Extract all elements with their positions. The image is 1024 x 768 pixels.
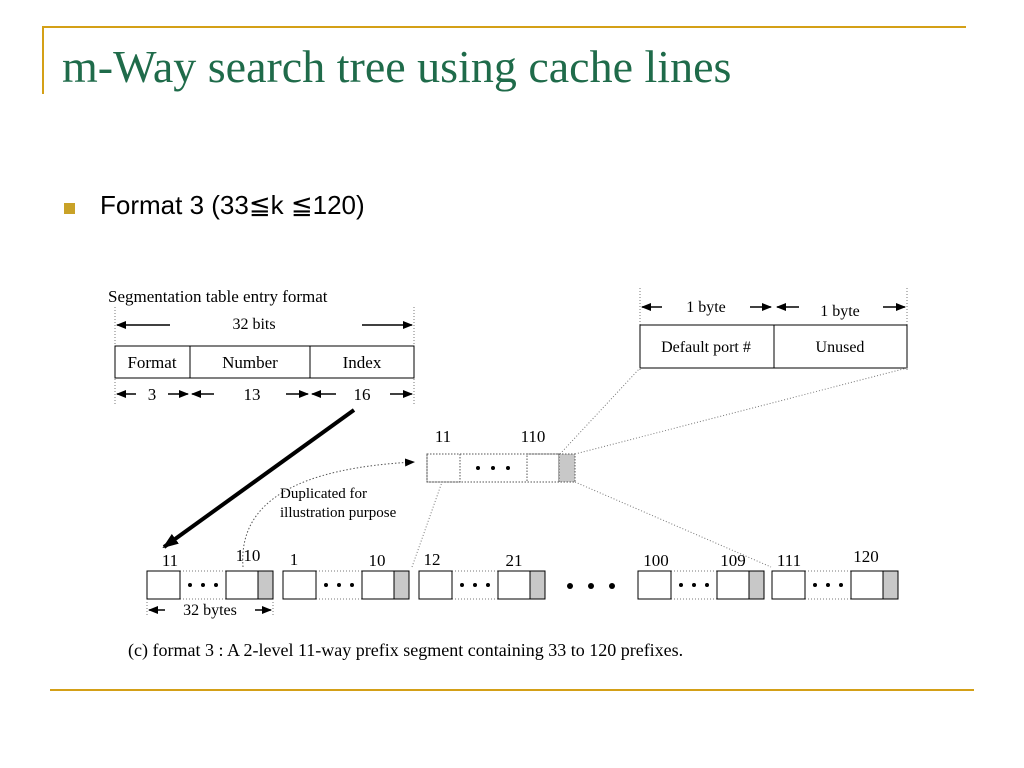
leaf-label: 10 <box>369 551 386 570</box>
leaf-label: 11 <box>162 551 178 570</box>
byte-b-label: 1 byte <box>820 303 860 320</box>
field-index-label: Index <box>343 353 382 372</box>
zoom-line-left <box>559 367 641 455</box>
zoom-line-right <box>574 367 908 455</box>
field-number-label: Number <box>222 353 278 372</box>
leaf-label: 110 <box>236 546 261 565</box>
size-label: 32 bytes <box>183 602 237 619</box>
bullet-marker <box>64 203 75 214</box>
field-format-label: Format <box>127 353 176 372</box>
leaf-label: 21 <box>506 551 523 570</box>
bits-total-label: 32 bits <box>232 316 275 333</box>
leaf-node <box>771 570 899 600</box>
duplicate-note-line-2: illustration purpose <box>280 505 397 521</box>
leaf-label: 1 <box>290 550 299 569</box>
figure-caption: (c) format 3 : A 2-level 11-way prefix s… <box>128 640 683 661</box>
top-node-dot <box>491 466 495 470</box>
leaf-node <box>146 570 274 600</box>
leaf-label: 12 <box>424 550 441 569</box>
leaf-label: 111 <box>777 551 801 570</box>
duplicate-note-line-1: Duplicated for <box>280 486 367 502</box>
leaf-label: 100 <box>643 551 669 570</box>
accent-frame-vertical <box>42 26 44 94</box>
top-node-dot <box>476 466 480 470</box>
seg-table-title: Segmentation table entry format <box>108 287 328 306</box>
leaf-label: 109 <box>720 551 746 570</box>
unused-cell <box>773 324 908 369</box>
accent-frame-horizontal <box>42 26 966 28</box>
top-node-first-cell <box>426 453 461 483</box>
unused-label: Unused <box>816 339 865 356</box>
top-node-label-left: 11 <box>435 427 451 446</box>
leaf-node <box>282 570 410 600</box>
top-node-last-cell <box>526 453 560 483</box>
bullet-text: Format 3 (33≦k ≦120) <box>100 190 365 220</box>
bottom-rule <box>50 689 974 691</box>
default-port-label: Default port # <box>661 339 751 356</box>
format-bits-label: 3 <box>148 385 157 404</box>
leaf-label: 120 <box>853 547 879 566</box>
zoom-line-down-left <box>411 481 443 568</box>
top-node-dot <box>506 466 510 470</box>
leaf-node <box>418 570 546 600</box>
field-index-box <box>309 345 415 379</box>
index-bits-label: 16 <box>354 385 371 404</box>
leaf-ellipsis <box>567 583 615 589</box>
top-node-label-right: 110 <box>521 427 546 446</box>
number-bits-label: 13 <box>244 385 261 404</box>
top-node-outline <box>426 453 576 483</box>
page-title: m-Way search tree using cache lines <box>62 41 732 92</box>
byte-a-label: 1 byte <box>686 299 726 316</box>
index-pointer-arrow <box>162 408 356 549</box>
leaf-node <box>637 570 765 600</box>
top-node-port-cell <box>558 453 576 483</box>
